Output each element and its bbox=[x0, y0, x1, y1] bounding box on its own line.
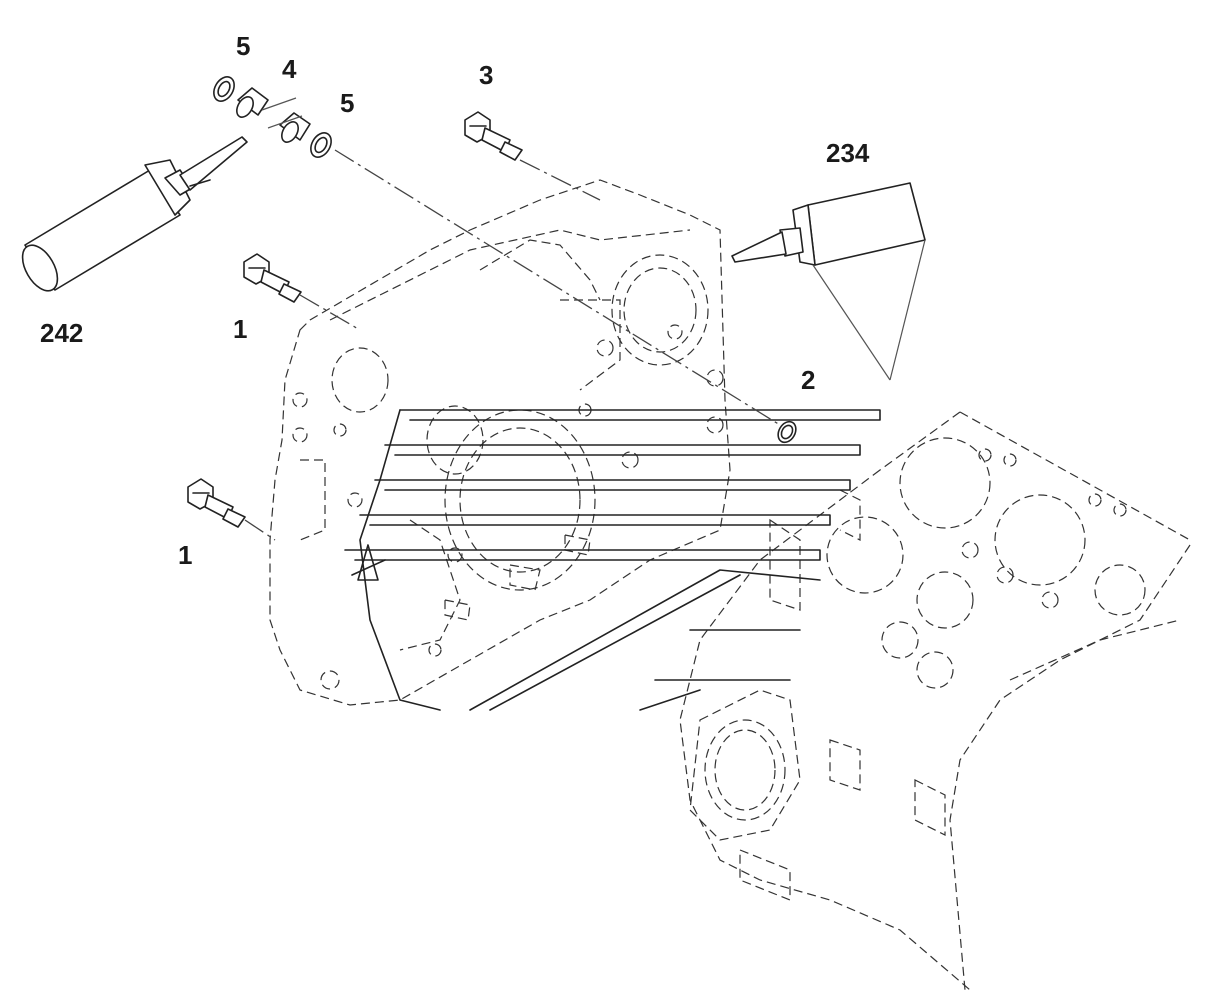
callout-plug: 4 bbox=[282, 54, 297, 84]
callout-sealant-tube: 234 bbox=[826, 138, 870, 168]
callout-bolt-lower: 1 bbox=[178, 540, 192, 570]
sealant-bead-path bbox=[344, 409, 881, 711]
oring bbox=[777, 420, 797, 444]
plug bbox=[236, 87, 311, 143]
bolt-top bbox=[464, 111, 523, 161]
callout-bolt-middle: 1 bbox=[233, 314, 247, 344]
bolt-lower bbox=[187, 478, 246, 528]
bolt-middle bbox=[243, 253, 302, 303]
callout-bolt-top: 3 bbox=[479, 60, 493, 90]
callout-sealant-bottle: 242 bbox=[40, 318, 83, 348]
assembly-centerlines bbox=[244, 149, 781, 541]
callout-washer-lower-right: 5 bbox=[340, 88, 354, 118]
washer-upper-left bbox=[213, 76, 235, 102]
sealant-bottle bbox=[21, 136, 248, 292]
engine-block bbox=[679, 411, 1191, 991]
timing-cover bbox=[269, 179, 731, 706]
callout-washer-upper-left: 5 bbox=[236, 31, 250, 61]
sealant-tube bbox=[731, 182, 926, 381]
washer-lower-right bbox=[310, 132, 332, 158]
callout-oring: 2 bbox=[801, 365, 815, 395]
